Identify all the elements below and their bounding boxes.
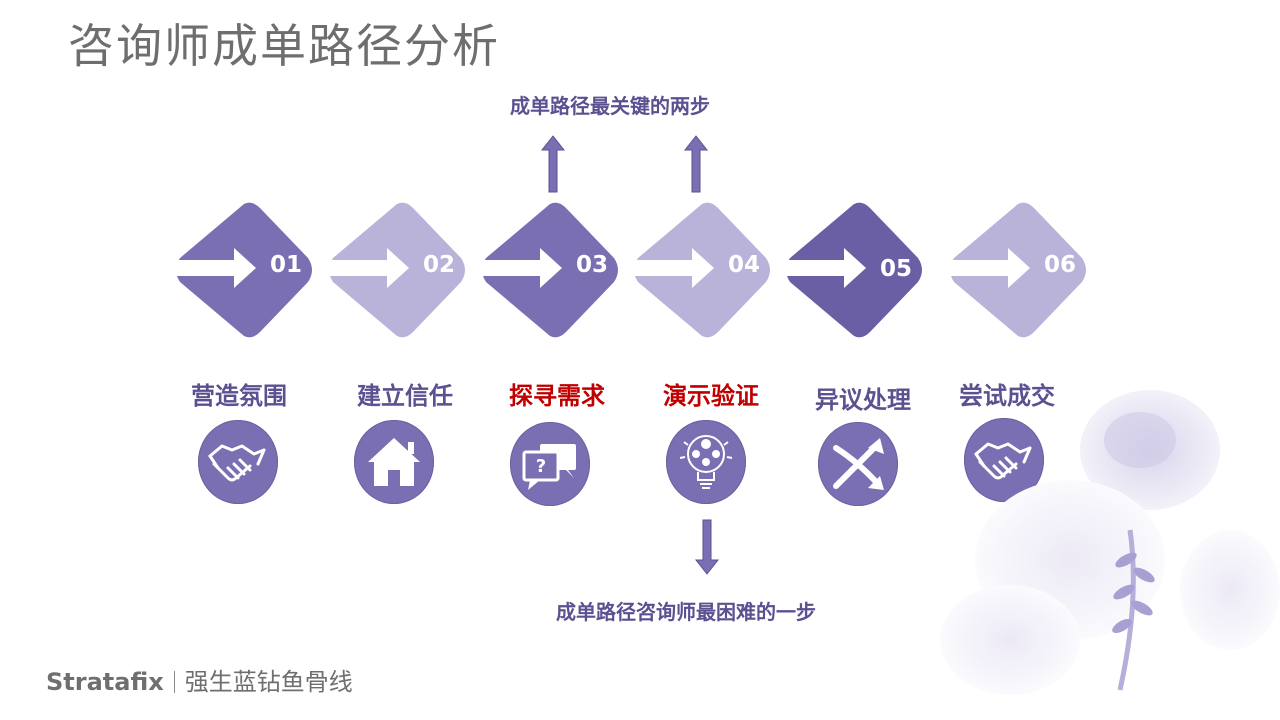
handshake-icon	[198, 420, 278, 504]
step-number: 05	[880, 256, 913, 282]
step-02: 02	[325, 200, 469, 340]
step-label-06: 尝试成交	[959, 382, 1055, 410]
diamond-arrow-shape	[786, 202, 922, 338]
down-arrow-icon	[694, 519, 720, 575]
house-icon	[354, 420, 434, 504]
callout-key-steps: 成单路径最关键的两步	[510, 94, 710, 118]
step-number: 04	[728, 252, 761, 278]
brand-footer: Stratafix 强生蓝钻鱼骨线	[46, 662, 353, 697]
step-number: 01	[270, 252, 303, 278]
step-03: 03	[478, 200, 622, 340]
diamond-arrow-shape	[950, 202, 1086, 338]
lightbulb-icon	[666, 420, 746, 504]
step-label-01: 营造氛围	[191, 382, 287, 410]
up-arrow-icon	[540, 135, 566, 193]
brand-logo: Stratafix	[46, 668, 164, 696]
divider	[173, 671, 175, 693]
callout-hardest-step: 成单路径咨询师最困难的一步	[556, 600, 816, 624]
question-chat-icon: ?	[510, 422, 590, 506]
step-01: 01	[172, 200, 316, 340]
step-06: 06	[946, 200, 1090, 340]
step-label-02: 建立信任	[357, 382, 453, 410]
diamond-arrow-shape	[176, 202, 312, 338]
step-label-05: 异议处理	[815, 386, 911, 414]
step-label-04: 演示验证	[663, 382, 759, 410]
diamond-arrow-shape	[329, 202, 465, 338]
svg-text:?: ?	[536, 456, 546, 477]
rose-decoration	[940, 390, 1280, 695]
up-arrow-icon	[683, 135, 709, 193]
step-number: 06	[1044, 252, 1077, 278]
step-label-03: 探寻需求	[509, 382, 605, 410]
diamond-arrow-shape	[634, 202, 770, 338]
step-number: 03	[576, 252, 609, 278]
step-05: 05	[782, 200, 926, 340]
step-number: 02	[423, 252, 456, 278]
brand-tagline: 强生蓝钻鱼骨线	[184, 668, 353, 696]
crossing-arrows-icon	[818, 422, 898, 506]
diamond-arrow-shape	[482, 202, 618, 338]
step-04: 04	[630, 200, 774, 340]
page-title: 咨询师成单路径分析	[68, 19, 500, 73]
